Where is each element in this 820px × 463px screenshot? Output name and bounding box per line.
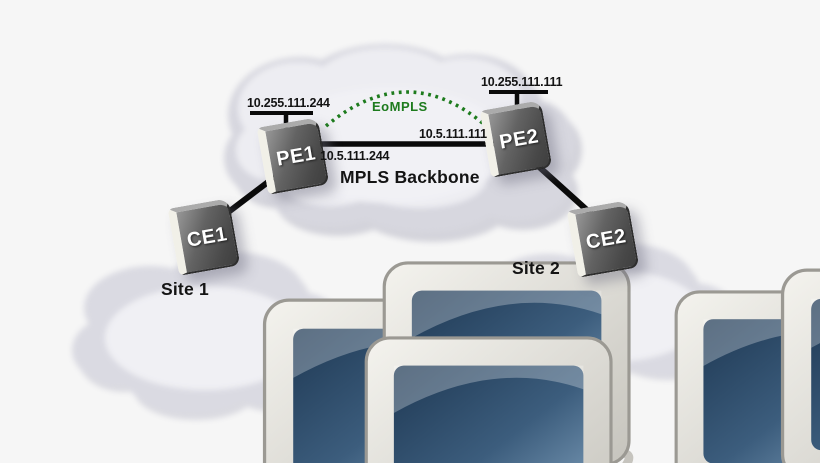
eompls-tunnel-arc bbox=[324, 90, 488, 128]
ip-label-pe1-lan: 10.255.111.244 bbox=[247, 96, 330, 110]
router-pe2: PE2 bbox=[479, 100, 553, 178]
site1-label: Site 1 bbox=[161, 279, 209, 299]
ip-label-pe2-lan: 10.255.111.111 bbox=[481, 75, 563, 89]
ip-label-pe2-core: 10.5.111.111 bbox=[419, 127, 487, 141]
mpls-backbone-label: MPLS Backbone bbox=[340, 167, 480, 187]
eompls-label: EoMPLS bbox=[372, 99, 428, 114]
pe2-label: PE2 bbox=[497, 125, 541, 154]
ip-label-pe1-core: 10.5.111.244 bbox=[320, 149, 390, 163]
router-ce1: CE1 bbox=[167, 198, 241, 276]
pe1-label: PE1 bbox=[274, 142, 318, 171]
ce1-label: CE1 bbox=[185, 223, 229, 252]
ce2-label: CE2 bbox=[584, 225, 628, 254]
router-pe1: PE1 bbox=[256, 117, 330, 195]
site2-label: Site 2 bbox=[512, 258, 560, 278]
router-ce2: CE2 bbox=[566, 200, 640, 278]
